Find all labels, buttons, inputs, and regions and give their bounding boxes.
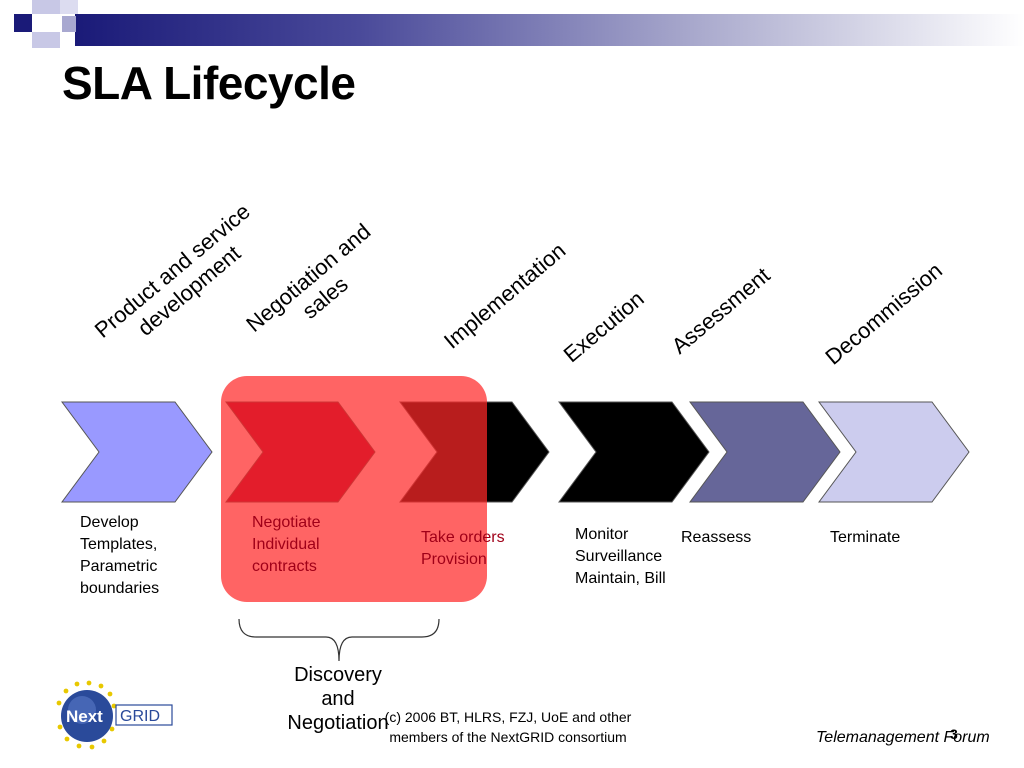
nextgrid-logo: Next GRID <box>56 680 173 750</box>
slide-title: SLA Lifecycle <box>62 57 356 109</box>
header-square-light-2 <box>60 0 78 14</box>
logo-text-next: Next <box>66 707 103 726</box>
stage-desc-take-orders: Take orders Provision <box>421 529 505 568</box>
chevron-stage-1 <box>61 401 213 503</box>
page-number: 3 <box>950 726 958 742</box>
footer-organization: Telemanagement Forum <box>816 729 990 746</box>
header-square-light-3 <box>32 32 60 48</box>
chevron-stage-6 <box>818 401 970 503</box>
bracket-label: Discovery and Negotiation <box>287 664 389 734</box>
chevron-stage-4 <box>558 401 710 503</box>
stage-desc-negotiate: Negotiate Individual contracts <box>252 514 321 575</box>
logo-text-grid: GRID <box>120 708 160 725</box>
header-gradient-bar <box>75 14 1024 46</box>
stage-desc-terminate: Terminate <box>830 529 901 546</box>
stage-desc-monitor: Monitor Surveillance Maintain, Bill <box>575 526 666 587</box>
footer-copyright: (c) 2006 BT, HLRS, FZJ, UoE and other me… <box>384 709 632 745</box>
header-square-mid <box>62 16 76 32</box>
chevron-stage-5 <box>689 401 841 503</box>
header-square-navy <box>14 14 32 32</box>
logo-star-ring <box>56 680 117 750</box>
stage-desc-reassess: Reassess <box>681 529 752 546</box>
header-square-light-1 <box>32 0 60 14</box>
stage-desc-develop: Develop Templates, Parametric boundaries <box>80 514 160 597</box>
curly-brace-bracket <box>238 618 440 662</box>
discovery-negotiation-highlight <box>221 376 487 602</box>
